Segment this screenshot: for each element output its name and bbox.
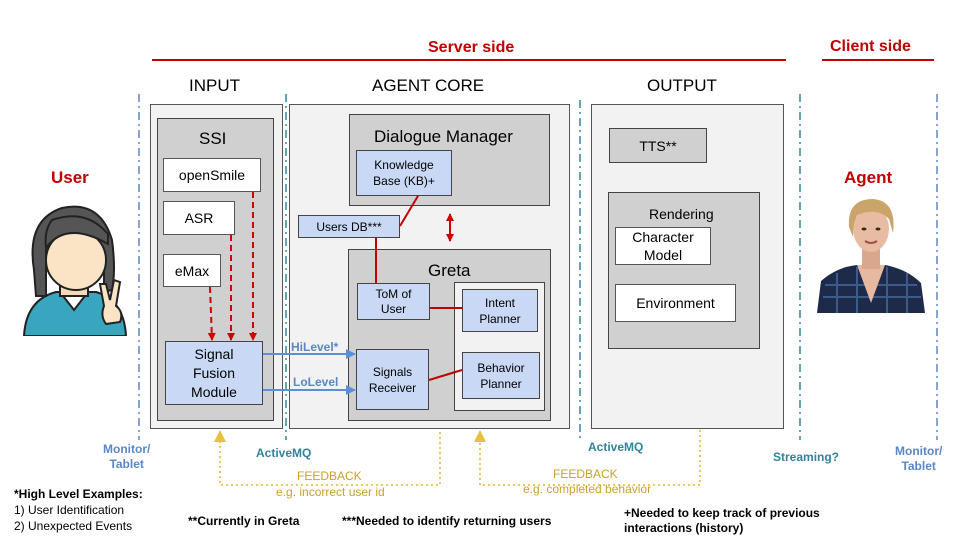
rendering-box: [608, 192, 760, 349]
feedback-right-line: [479, 430, 701, 486]
agent-label: Agent: [844, 168, 893, 187]
asr-box: ASR: [163, 201, 235, 235]
greta-title: Greta: [428, 261, 471, 280]
streaming-label: Streaming?: [773, 450, 840, 464]
feedback-left-title: FEEDBACK: [297, 469, 362, 483]
client-side-title: Client side: [830, 38, 911, 55]
server-side-title: Server side: [428, 39, 515, 56]
users-db-label: Users DB***: [316, 219, 382, 234]
receiver-to-planner-link: [428, 369, 463, 381]
opensmile-box: openSmile: [163, 158, 261, 192]
behavior-planner-box: Behavior Planner: [462, 352, 540, 399]
hilevel-label: HiLevel*: [291, 340, 339, 354]
knowledge-base-label: Knowledge Base (KB)+: [373, 158, 435, 188]
rendering-title: Rendering: [649, 206, 714, 222]
user-device-label: Monitor/ Tablet: [103, 442, 151, 471]
agent-core-heading: AGENT CORE: [372, 76, 485, 95]
behavior-planner-label: Behavior Planner: [477, 360, 525, 391]
tom-label: ToM of User: [375, 286, 412, 316]
feedback-left-arrowhead: [214, 430, 226, 442]
user-avatar-icon: [16, 200, 132, 336]
emax-box: eMax: [163, 254, 221, 287]
environment-box: Environment: [615, 284, 736, 322]
users-db-box: Users DB***: [298, 215, 400, 238]
client-side-line: [822, 59, 934, 61]
agent-portrait-icon: [817, 193, 925, 313]
user-label: User: [51, 168, 89, 187]
ssi-title: SSI: [199, 129, 227, 148]
activemq-right-label: ActiveMQ: [588, 440, 644, 454]
feedback-left-sub: e.g. incorrect user id: [276, 485, 385, 499]
feedback-right-sub: e.g. completed behavior: [523, 482, 652, 496]
opensmile-label: openSmile: [178, 167, 246, 183]
tts-box: TTS**: [609, 128, 707, 163]
kb-to-usersdb-link: [399, 195, 419, 227]
server-side-line: [152, 59, 786, 61]
tts-label: TTS**: [639, 137, 677, 154]
character-model-box: Character Model: [615, 227, 711, 265]
signal-fusion-box: Signal Fusion Module: [165, 341, 263, 405]
history-note: +Needed to keep track of previous intera…: [624, 506, 820, 535]
character-model-label: Character Model: [632, 229, 694, 263]
feedback-right-title: FEEDBACK: [553, 467, 618, 481]
signals-receiver-box: Signals Receiver: [356, 349, 429, 410]
feedback-right-arrowhead: [474, 430, 486, 442]
activemq-left-label: ActiveMQ: [256, 446, 312, 460]
dialogue-manager-title: Dialogue Manager: [374, 127, 513, 146]
returning-users-note: ***Needed to identify returning users: [342, 514, 552, 528]
high-level-item-2: 2) Unexpected Events: [14, 519, 133, 533]
knowledge-base-box: Knowledge Base (KB)+: [356, 150, 452, 196]
intent-planner-label: Intent Planner: [479, 295, 521, 326]
signal-fusion-label: Signal Fusion Module: [191, 345, 237, 400]
high-level-note: *High Level Examples:: [14, 487, 143, 501]
feedback-left-line: [219, 432, 441, 486]
high-level-item-1: 1) User Identification: [14, 503, 125, 517]
signals-receiver-label: Signals Receiver: [368, 364, 417, 395]
lolevel-label: LoLevel: [293, 375, 339, 389]
intent-planner-box: Intent Planner: [462, 289, 538, 332]
agent-device-label: Monitor/ Tablet: [895, 444, 943, 473]
input-heading: INPUT: [189, 76, 240, 95]
environment-label: Environment: [636, 295, 715, 311]
emax-label: eMax: [174, 262, 210, 279]
emax-to-fusion-arrow: [207, 286, 216, 341]
output-heading: OUTPUT: [647, 76, 717, 95]
asr-label: ASR: [184, 210, 214, 226]
currently-in-greta-note: **Currently in Greta: [188, 514, 300, 528]
tom-box: ToM of User: [357, 283, 430, 320]
